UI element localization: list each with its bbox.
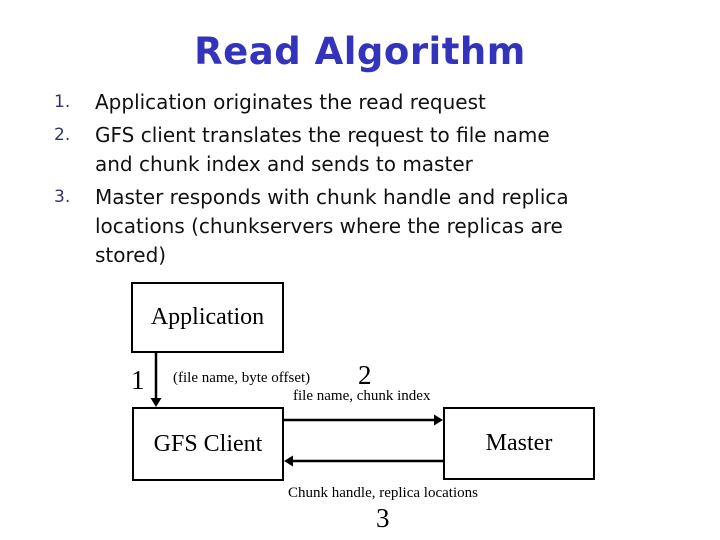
- list-item-number: 2.: [54, 125, 71, 145]
- numbered-list: 1. Application originates the read reque…: [40, 88, 660, 274]
- list-item-number: 3.: [54, 187, 71, 207]
- step-1-arrow-label: (file name, byte offset): [173, 370, 311, 386]
- step-1-number: 1: [131, 365, 145, 395]
- step-3-number: 3: [376, 503, 390, 533]
- slide-title: Read Algorithm: [194, 30, 526, 73]
- list-item: 3. Master responds with chunk handle and…: [40, 183, 660, 270]
- gfs-client-box-label: GFS Client: [153, 430, 263, 457]
- arrowhead-left-icon: [284, 455, 293, 467]
- list-item: 1. Application originates the read reque…: [40, 88, 660, 117]
- list-item-text: Application originates the read request: [95, 90, 486, 114]
- application-box: Application: [131, 282, 284, 353]
- master-box: Master: [443, 407, 595, 480]
- step-3-arrow-label: Chunk handle, replica locations: [288, 485, 478, 501]
- list-item-text: Master responds with chunk handle and re…: [95, 185, 569, 267]
- list-item-number: 1.: [54, 92, 71, 112]
- step-2-number: 2: [358, 360, 372, 390]
- gfs-client-box: GFS Client: [132, 407, 284, 481]
- master-box-label: Master: [485, 430, 553, 456]
- list-item: 2. GFS client translates the request to …: [40, 121, 660, 179]
- list-item-text: GFS client translates the request to fil…: [95, 123, 550, 176]
- arrowhead-down-icon: [150, 398, 162, 407]
- application-box-label: Application: [150, 304, 265, 330]
- step-2-arrow-label: file name, chunk index: [293, 388, 431, 404]
- arrowhead-right-icon: [434, 414, 443, 426]
